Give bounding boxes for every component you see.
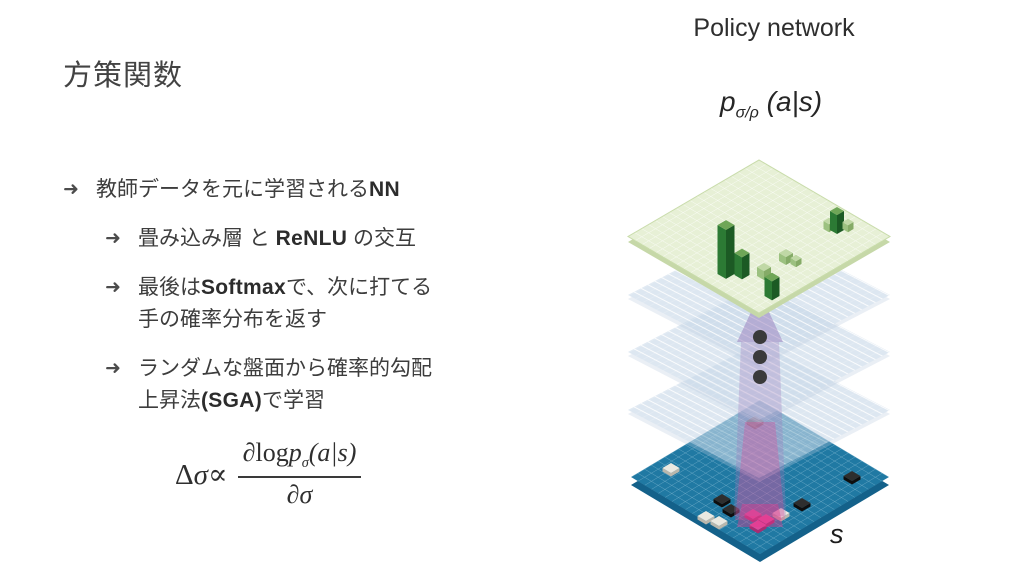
policy-network-figure: Policy network pσ/ρ (a|s) bbox=[592, 0, 1024, 576]
bar-left-face bbox=[757, 267, 764, 281]
slide-title: 方策関数 bbox=[63, 60, 184, 92]
formula-fraction: ∂logpσ(a|s) ∂σ bbox=[237, 438, 362, 509]
policy-network-diagram: s bbox=[626, 159, 892, 562]
black-stone bbox=[713, 494, 731, 504]
black-stone-side bbox=[793, 503, 811, 512]
black-stone bbox=[843, 471, 861, 481]
output-plane-layer bbox=[626, 159, 892, 318]
bar-top-face bbox=[764, 272, 780, 282]
bullet-arrow-icon: ➜ bbox=[105, 275, 121, 298]
bullet-arrow-icon: ➜ bbox=[105, 356, 121, 379]
formula-numerator: ∂logpσ(a|s) bbox=[242, 438, 357, 472]
bar-left-face bbox=[764, 277, 772, 301]
white-stone-side bbox=[662, 468, 680, 477]
pink-stone bbox=[744, 509, 762, 519]
input-state-label: s bbox=[830, 519, 844, 549]
black-stone bbox=[793, 498, 811, 508]
black-stone-side bbox=[843, 476, 861, 485]
ellipsis-dots-icon bbox=[753, 330, 767, 384]
bar-top-face bbox=[717, 220, 735, 230]
bar-left-face bbox=[790, 258, 796, 268]
pink-stone bbox=[757, 514, 775, 524]
slide-text-column: 方策関数 ➜教師データを元に学習されるNN➜畳み込み層 と ReNLU の交互➜… bbox=[63, 52, 455, 510]
formula-lhs: Δσ∝ bbox=[175, 457, 228, 492]
bullet-item: ➜ ランダムな盤面から確率的勾配上昇法(SGA)で学習 bbox=[105, 353, 455, 417]
bar-right-face bbox=[848, 222, 854, 233]
bar-right-face bbox=[796, 258, 802, 268]
bullet-text: ランダムな盤面から確率的勾配上昇法(SGA)で学習 bbox=[138, 356, 432, 412]
fraction-bar bbox=[237, 475, 362, 478]
bar-left-face bbox=[717, 225, 726, 279]
bullet-item: ➜ 畳み込み層 と ReNLU の交互 bbox=[105, 223, 455, 255]
white-stone-side bbox=[710, 521, 728, 530]
bar-left-face bbox=[830, 211, 837, 235]
bar-right-face bbox=[837, 211, 844, 235]
bullet-arrow-icon: ➜ bbox=[63, 178, 79, 200]
white-stone-side bbox=[772, 513, 790, 522]
bullet-text: 畳み込み層 と ReNLU の交互 bbox=[138, 226, 417, 250]
black-stone-side bbox=[722, 509, 740, 518]
formula-denominator: ∂σ bbox=[286, 479, 313, 509]
bar-left-face bbox=[779, 253, 786, 266]
bar-right-face bbox=[772, 277, 780, 301]
bullet-item: ➜ 最後はSoftmaxで、次に打てる手の確率分布を返す bbox=[105, 272, 455, 336]
bar-top-face bbox=[790, 254, 802, 262]
pink-stone-side bbox=[749, 525, 767, 534]
bullet-list: ➜ 教師データを元に学習されるNN ➜ 畳み込み層 と ReNLU の交互 ➜ 最後はSo… bbox=[63, 174, 455, 416]
bar-left-face bbox=[734, 253, 742, 280]
white-stone bbox=[662, 463, 680, 473]
bullet-item: ➜ 教師データを元に学習されるNN bbox=[63, 174, 455, 206]
bullet-text: 最後はSoftmaxで、次に打てる手の確率分布を返す bbox=[138, 275, 433, 331]
bullet-text: 教師データを元に学習されるNN bbox=[96, 178, 400, 201]
bar-left-face bbox=[842, 222, 848, 233]
diagram-title: Policy network bbox=[693, 14, 855, 42]
probability-bars bbox=[717, 206, 854, 301]
white-stone bbox=[710, 516, 728, 526]
bar-left-face bbox=[823, 221, 829, 233]
bar-right-face bbox=[726, 225, 735, 279]
receptive-cone bbox=[734, 312, 786, 527]
pink-stone-side bbox=[744, 514, 762, 523]
bar-top-face bbox=[734, 248, 750, 258]
formula-propto: ∝ bbox=[207, 458, 228, 491]
sga-formula: Δσ∝ ∂logpσ(a|s) ∂σ bbox=[175, 438, 455, 509]
bar-top-face bbox=[830, 206, 844, 216]
formula-delta: Δ bbox=[175, 458, 194, 491]
formula-sigma: σ bbox=[193, 458, 208, 491]
output-probability-label: pσ/ρ (a|s) bbox=[720, 86, 823, 122]
bar-right-face bbox=[786, 253, 793, 266]
bullet-arrow-icon: ➜ bbox=[105, 226, 121, 249]
white-stone bbox=[772, 508, 790, 518]
black-stone bbox=[722, 504, 740, 514]
bar-right-face bbox=[742, 253, 750, 280]
white-stone bbox=[697, 511, 715, 521]
bar-top-face bbox=[757, 262, 771, 272]
pink-stone bbox=[749, 520, 767, 530]
black-stone-side bbox=[713, 499, 731, 508]
bar-top-face bbox=[842, 218, 854, 226]
bar-top-face bbox=[779, 248, 793, 258]
white-stone-side bbox=[697, 516, 715, 525]
